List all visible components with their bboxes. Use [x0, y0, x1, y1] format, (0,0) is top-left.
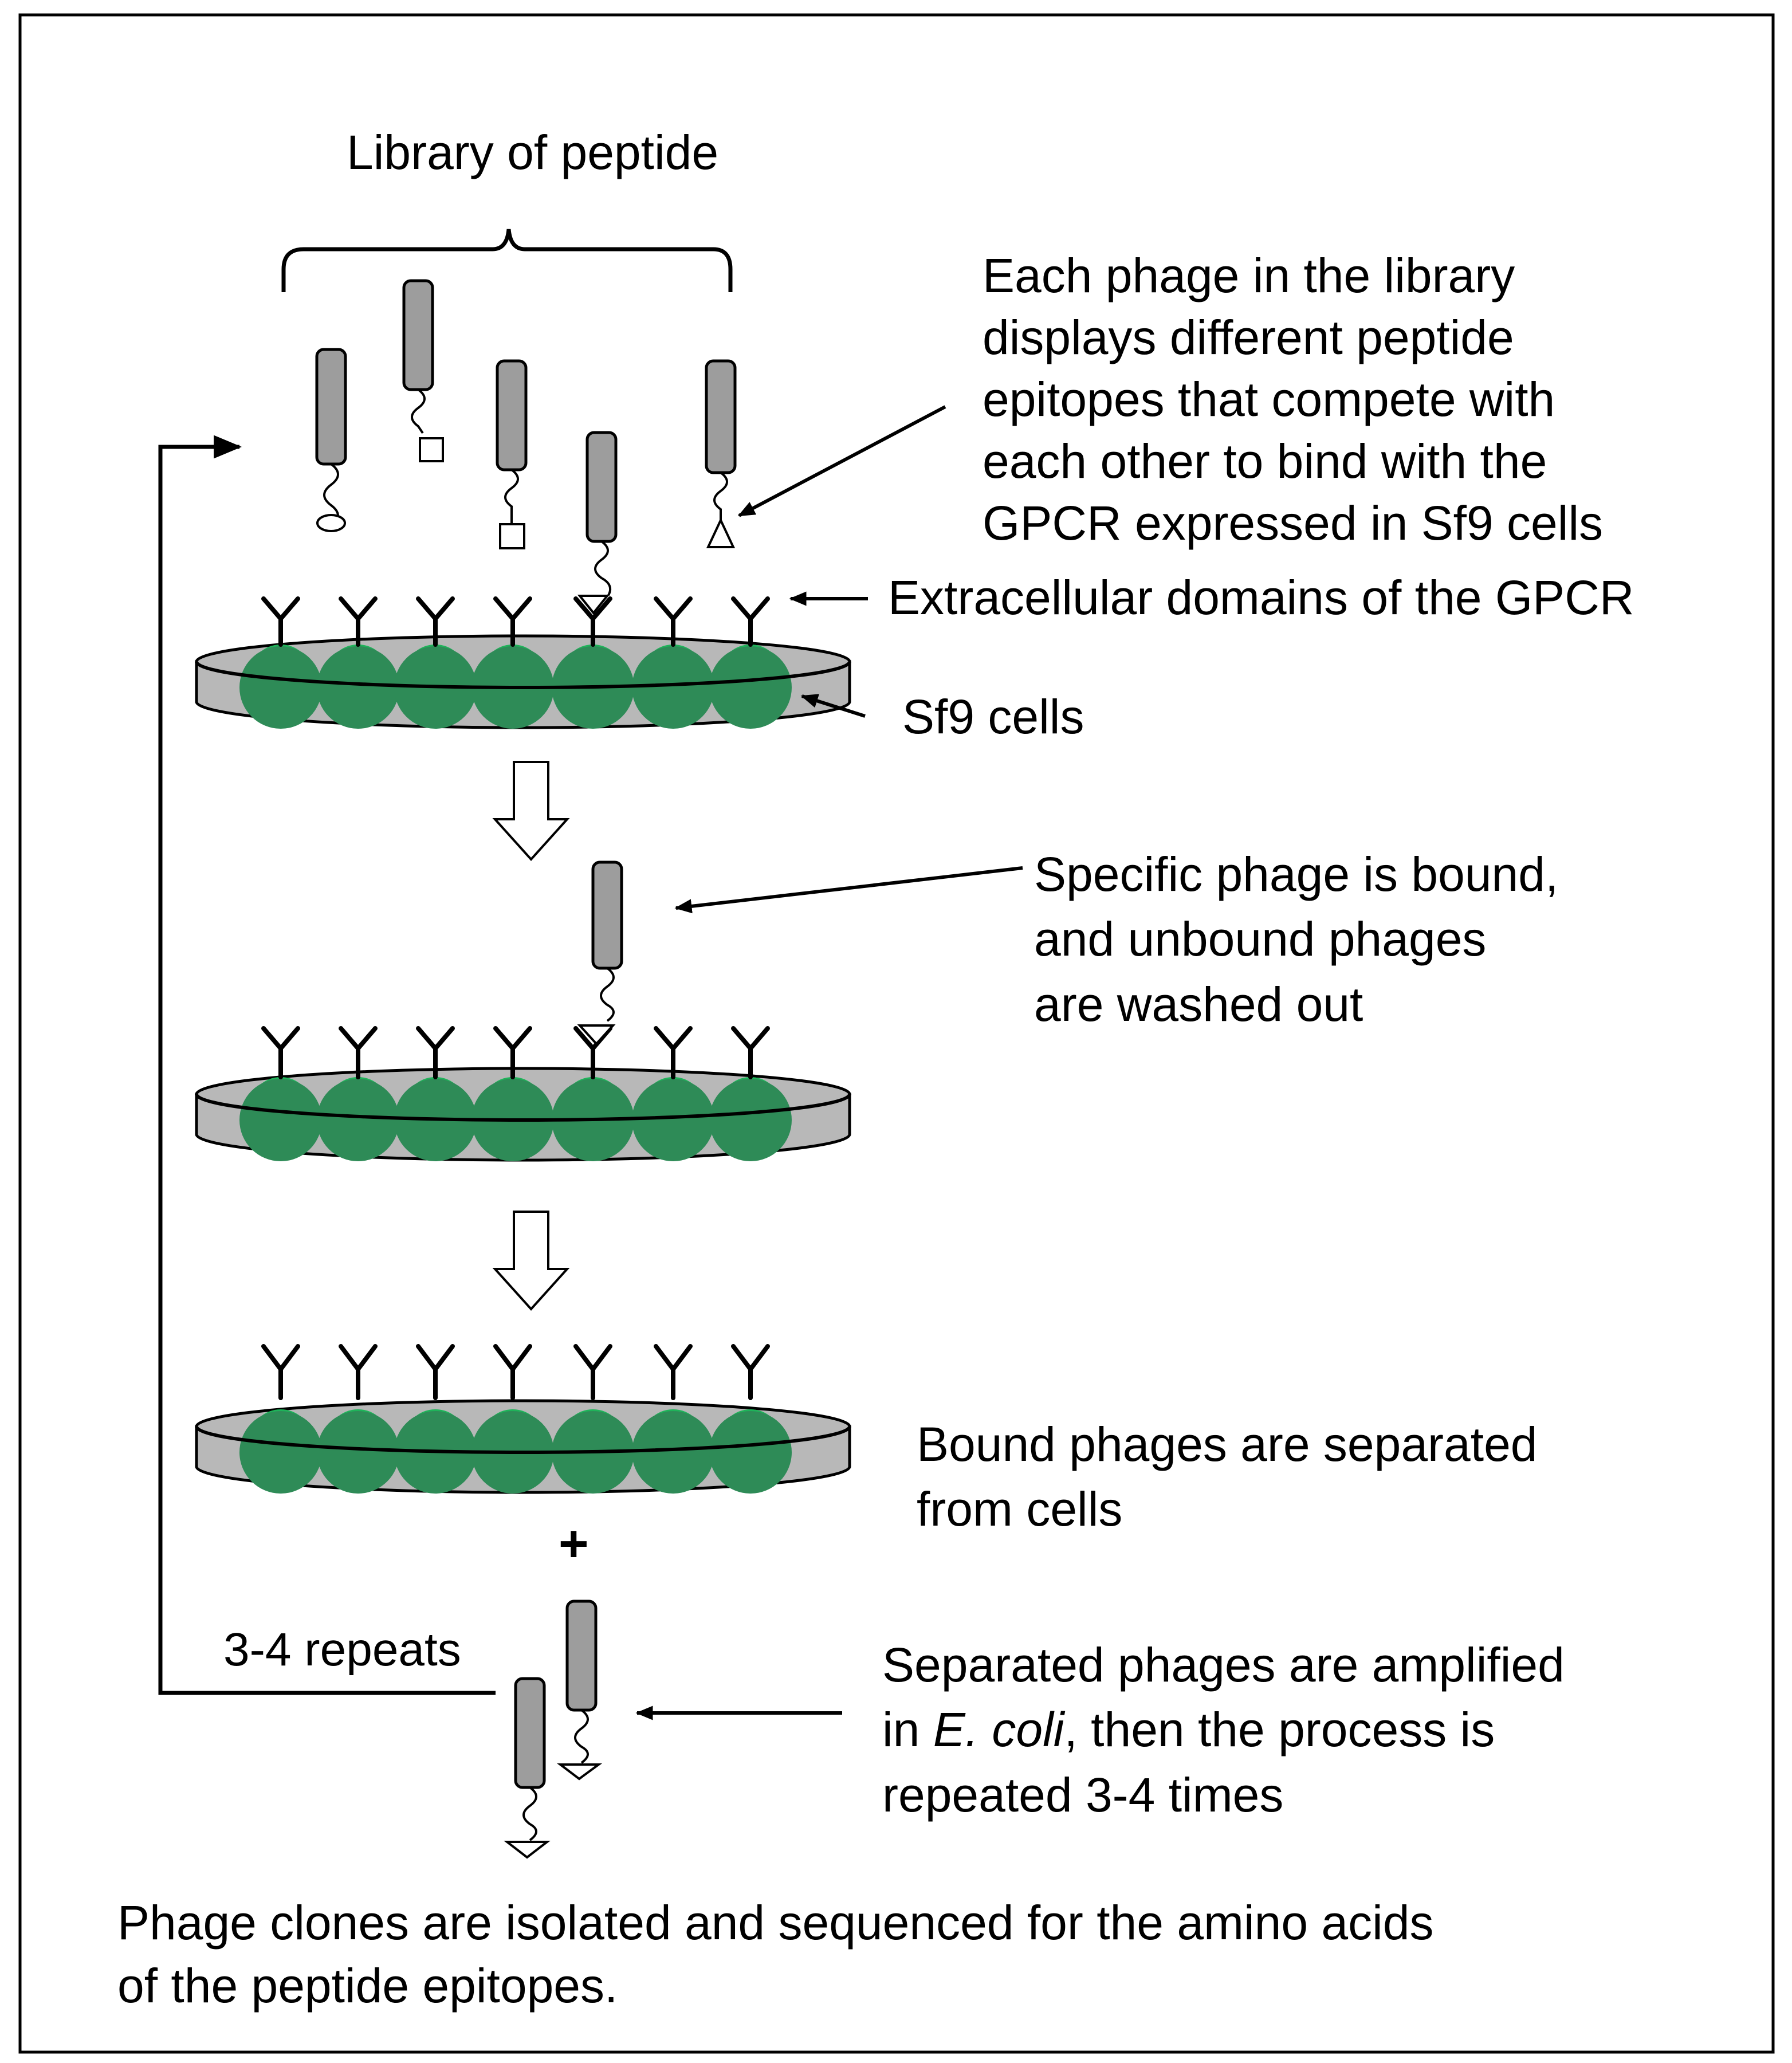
each-phage-text: Each phage in the library displays diffe…: [983, 249, 1603, 550]
sf9-label: Sf9 cells: [902, 690, 1084, 744]
annotation-line: each other to bind with the: [983, 434, 1547, 488]
sf9-cell-row: [239, 1409, 792, 1494]
library-phages: [315, 279, 737, 596]
dish-1: [195, 595, 851, 729]
annotation-line: Bound phages are separated: [917, 1417, 1538, 1471]
dish-2: [195, 860, 851, 1162]
phage: [504, 1677, 551, 1859]
annotation-line: displays different peptide: [983, 311, 1514, 364]
sf9-cell-row: [239, 1077, 792, 1161]
figure-frame: [18, 13, 1775, 2054]
final-text: Phage clones are isolated and sequenced …: [117, 1896, 1434, 2013]
phage: [705, 359, 737, 548]
triangle-epitope-icon: [706, 517, 736, 548]
triangle-epitope-icon: [557, 1763, 603, 1781]
down-block-arrow-icon: [492, 761, 570, 861]
down-block-arrow-icon: [492, 1211, 570, 1311]
annotation-line: Phage clones are isolated and sequenced …: [117, 1896, 1434, 1950]
library-bracket: [281, 229, 733, 292]
annotation-line: epitopes that compete with: [983, 372, 1555, 426]
gpcr-receptors: [261, 596, 770, 647]
bound-text: Bound phages are separated from cells: [917, 1417, 1538, 1536]
pointer-arrow: [674, 866, 1023, 914]
annotation-line: Specific phage is bound,: [1034, 847, 1558, 901]
square-epitope-icon: [499, 523, 525, 549]
loop-epitope-icon: [316, 514, 346, 532]
annotation-line: and unbound phages: [1034, 912, 1486, 966]
pointer-arrow: [737, 405, 946, 517]
repeats-label: 3-4 repeats: [223, 1624, 461, 1676]
bound-phage: [577, 860, 623, 1046]
phage: [496, 359, 528, 549]
annotation-line: are washed out: [1034, 977, 1363, 1031]
triangle-epitope-icon: [577, 1024, 616, 1046]
triangle-epitope-icon: [577, 595, 610, 615]
ecoli-italic: E. coli: [933, 1703, 1066, 1757]
gpcr-receptors: [261, 1026, 770, 1079]
annotation-line: from cells: [917, 1482, 1122, 1536]
annotation-line: Each phage in the library: [983, 249, 1515, 302]
annotation-fragment: in: [882, 1703, 933, 1757]
specific-phage-text: Specific phage is bound, and unbound pha…: [1034, 847, 1558, 1031]
annotation-fragment: , then the process is: [1064, 1703, 1495, 1757]
gpcr-receptors: [261, 1344, 770, 1400]
triangle-epitope-icon: [504, 1841, 551, 1859]
plus-sign: +: [559, 1515, 589, 1573]
amplified-text: Separated phages are amplified in E. col…: [882, 1638, 1565, 1822]
annotation-line: of the peptide epitopes.: [117, 1959, 618, 2013]
phage: [402, 279, 444, 462]
extracellular-label: Extracellular domains of the GPCR: [888, 571, 1634, 624]
annotation-line: Separated phages are amplified: [882, 1638, 1565, 1692]
repeat-loop-arrow: [158, 435, 496, 1695]
pointer-arrow: [800, 694, 866, 718]
annotation-line: in E. coli, then the process is: [882, 1703, 1495, 1757]
dish-3: [195, 1344, 851, 1494]
library-label: Library of peptide: [347, 125, 718, 179]
annotation-line: repeated 3-4 times: [882, 1768, 1283, 1822]
amplified-phages: [504, 1600, 603, 1859]
phage: [557, 1600, 603, 1781]
annotation-line: GPCR expressed in Sf9 cells: [983, 496, 1603, 550]
square-epitope-icon: [419, 437, 444, 462]
phage: [585, 431, 618, 596]
phage: [315, 348, 347, 532]
